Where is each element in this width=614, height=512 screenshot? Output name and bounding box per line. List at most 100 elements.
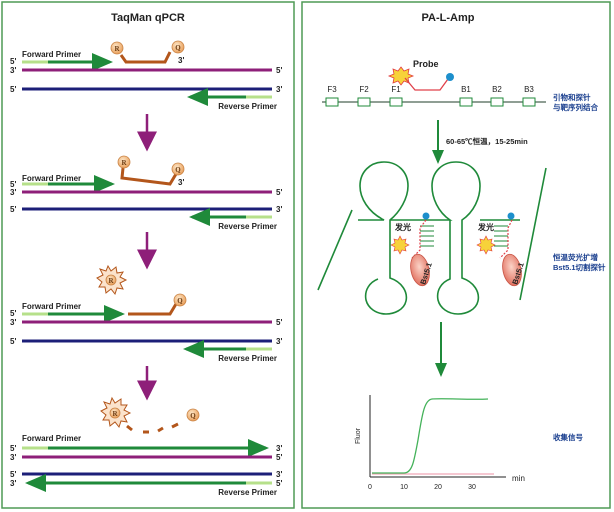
stage1-five-prime-top: 5'	[10, 57, 16, 66]
pa-l-amp-title: PA-L-Amp	[422, 12, 475, 24]
probe-bound-left: 发光 Bst5.1	[390, 212, 434, 287]
stage4-probe-fragment-3	[157, 426, 164, 433]
collect-signal-caption: 收集信号	[553, 432, 583, 442]
stage1-reverse-primer-label: Reverse Primer	[218, 102, 277, 111]
chart-y-label: Fluor	[355, 427, 362, 444]
stage2-reporter	[117, 155, 131, 169]
stage2-three-prime-top: 3'	[10, 188, 16, 197]
stage3-quencher	[173, 293, 187, 307]
stage1-quencher	[171, 40, 185, 54]
stage4-five-prime-top: 5'	[10, 444, 16, 453]
left-fluorescence-star	[390, 235, 410, 255]
taqman-stage-1: 5' 3' Forward Primer R Q 3' 5' 5' 3' Rev…	[10, 40, 282, 111]
stage3-top-strand-end: 5'	[276, 318, 282, 327]
loop-structure-right	[390, 161, 481, 315]
stage1-reporter	[110, 41, 124, 55]
stage2-top-strand-end: 5'	[276, 188, 282, 197]
binding-caption-line-2: 与靶序列结合	[553, 102, 598, 112]
stage3-three-prime-top: 3'	[10, 318, 16, 327]
stage4-bottom-strand-start: 5'	[10, 470, 16, 479]
stage4-three-prime-top: 3'	[10, 453, 16, 462]
stage2-reporter-label: R	[121, 159, 127, 167]
stage4-reverse-extension-end: 5'	[276, 479, 282, 488]
stage4-forward-extension-end: 3'	[276, 444, 282, 453]
stage2-probe-three-prime: 3'	[178, 178, 184, 187]
stage4-bottom-strand-end: 3'	[276, 470, 282, 479]
left-glow-label: 发光	[394, 222, 411, 232]
site-b1-box	[459, 97, 473, 107]
stage4-quencher	[186, 408, 200, 422]
stage4-probe-fragment-4	[171, 422, 179, 429]
taqman-panel-border	[1, 1, 295, 509]
taqman-stage-2: 5' 3' Forward Primer R Q 3' 5' 5' 3' Rev…	[10, 155, 282, 231]
site-f1-box	[389, 97, 403, 107]
stage3-probe	[128, 303, 178, 316]
stage2-reverse-primer-label: Reverse Primer	[218, 222, 277, 231]
right-glow-label: 发光	[477, 222, 494, 232]
chart-x-tick-20: 20	[434, 484, 442, 491]
stage2-quencher	[171, 162, 185, 176]
chart-x-tick-0: 0	[368, 484, 372, 491]
stage4-reverse-extension-start: 3'	[10, 479, 16, 488]
stage3-reporter-label: R	[108, 277, 114, 285]
stage4-top-strand-end: 5'	[276, 453, 282, 462]
site-f1-label: F1	[391, 85, 401, 94]
site-f3-box	[325, 97, 339, 107]
chart-x-unit: min	[512, 474, 525, 483]
amplify-caption-line-1: 恒温荧光扩增	[553, 252, 598, 262]
probe-label: Probe	[413, 59, 439, 69]
site-b3-label: B3	[524, 85, 534, 94]
probe-quencher-dot	[446, 73, 454, 81]
site-b3-box	[522, 97, 536, 107]
stage2-quencher-label: Q	[175, 166, 181, 174]
stage4-reporter-label: R	[112, 410, 118, 418]
stage3-forward-primer-label: Forward Primer	[22, 302, 81, 311]
stage4-reverse-primer-label: Reverse Primer	[218, 488, 277, 497]
site-b2-box	[490, 97, 504, 107]
right-quencher-dot	[507, 212, 515, 220]
taqman-panel: TaqMan qPCR 5' 3' Forward Primer R Q 3' …	[1, 1, 295, 509]
loop-left-tail	[317, 209, 353, 291]
stage1-top-strand-end: 5'	[276, 66, 282, 75]
stage4-forward-primer-label: Forward Primer	[22, 434, 81, 443]
stage2-forward-primer-label: Forward Primer	[22, 174, 81, 183]
reaction-condition: 60-65℃恒温，15-25min	[446, 136, 528, 146]
stage1-bottom-strand-start: 5'	[10, 85, 16, 94]
stage1-forward-primer-label: Forward Primer	[22, 50, 81, 59]
stage1-quencher-label: Q	[175, 44, 181, 52]
pa-l-amp-panel-border	[301, 1, 611, 509]
chart-x-tick-30: 30	[468, 484, 476, 491]
right-fluorescence-star	[476, 235, 496, 255]
taqman-stage-3: R 5' 3' Forward Primer Q 5' 5' 3' Revers…	[10, 264, 282, 363]
stage3-bottom-strand-start: 5'	[10, 337, 16, 346]
chart-positive-curve	[372, 398, 489, 474]
stage2-probe	[120, 167, 178, 186]
site-f2-label: F2	[359, 85, 369, 94]
taqman-title: TaqMan qPCR	[111, 12, 185, 24]
probe-bound-right: 发光 Bst5.1	[476, 212, 526, 287]
stage3-reverse-primer-label: Reverse Primer	[218, 354, 277, 363]
stage2-five-prime-top: 5'	[10, 180, 16, 189]
stage3-five-prime-top: 5'	[10, 309, 16, 318]
site-f3-label: F3	[327, 85, 337, 94]
left-quencher-dot	[422, 212, 430, 220]
stage4-probe-fragment-1	[126, 424, 133, 432]
stage3-reporter	[105, 274, 117, 286]
right-probe-strand	[499, 219, 513, 259]
pa-l-amp-panel: PA-L-Amp Probe F3 F2 F1 B1 B2 B3 引物和探针 与…	[301, 1, 611, 509]
site-b1-label: B1	[461, 85, 471, 94]
stage1-bottom-strand-end: 3'	[276, 85, 282, 94]
probe-binding-step: Probe F3 F2 F1 B1 B2 B3 引物和探针 与靶序列结合	[322, 59, 598, 112]
stage2-bottom-strand-start: 5'	[10, 205, 16, 214]
stage1-three-prime-top: 3'	[10, 66, 16, 75]
site-f2-box	[357, 97, 371, 107]
binding-caption-line-1: 引物和探针	[553, 92, 591, 102]
amplify-caption-line-2: Bst5.1切割探针	[553, 262, 606, 272]
stage2-bottom-strand-end: 3'	[276, 205, 282, 214]
stage1-probe-three-prime: 3'	[178, 56, 184, 65]
left-enzyme-blob	[410, 253, 430, 287]
right-enzyme-blob	[502, 253, 522, 287]
left-probe-strand	[411, 219, 427, 259]
taqman-stage-4: R Q Forward Primer 5' 3' 3' 5' 5' 3' 3' …	[10, 396, 282, 497]
